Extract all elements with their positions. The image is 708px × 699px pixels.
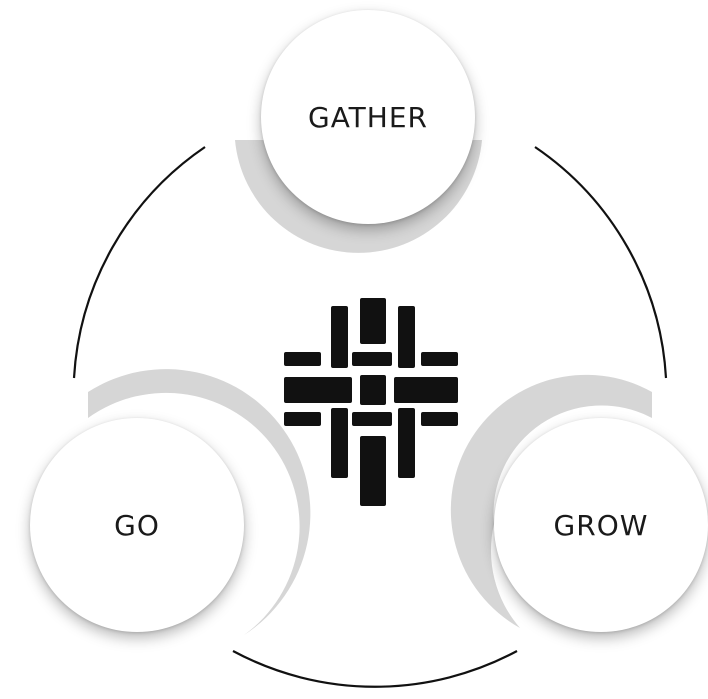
node-go: GO	[30, 418, 244, 632]
ring-arc-grow-go	[232, 650, 518, 688]
node-gather: GATHER	[261, 10, 475, 224]
node-grow: GROW	[494, 418, 708, 632]
node-gather-label: GATHER	[308, 100, 428, 134]
cycle-ring	[72, 146, 668, 688]
ring-arc-gather-grow	[534, 146, 668, 379]
node-go-label: GO	[114, 508, 160, 542]
node-grow-label: GROW	[553, 508, 649, 542]
woven-cross-icon	[284, 298, 458, 506]
accent-band-go	[88, 369, 311, 635]
ring-arc-go-gather	[72, 146, 206, 379]
accent-band-grow	[450, 374, 652, 628]
